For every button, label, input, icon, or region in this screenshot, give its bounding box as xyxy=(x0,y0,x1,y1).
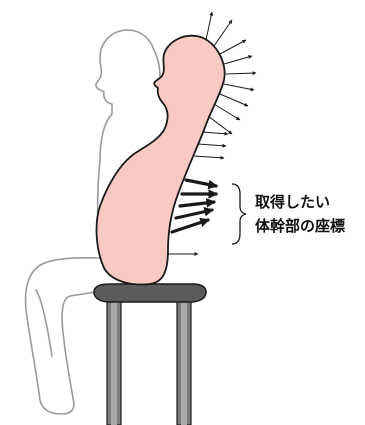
normal-arrow xyxy=(214,104,240,120)
normal-arrow xyxy=(214,20,232,46)
bold-arrow xyxy=(176,210,212,218)
normal-arrow xyxy=(220,94,248,106)
stool-leg-right-inner xyxy=(181,298,187,425)
normal-arrow xyxy=(220,40,246,54)
annotation-line-2: 体幹部の座標 xyxy=(255,217,345,235)
normal-arrow xyxy=(198,144,226,146)
normal-arrow xyxy=(206,12,212,40)
bold-arrow xyxy=(172,220,208,232)
normal-arrow xyxy=(202,132,228,134)
brace-icon xyxy=(232,184,246,244)
stool-leg-left-inner xyxy=(111,298,117,425)
normal-arrow xyxy=(194,156,224,158)
stool-seat xyxy=(94,284,206,302)
normal-arrow xyxy=(224,56,252,64)
stool xyxy=(94,284,206,425)
annotation-line-1: 取得したい xyxy=(255,193,330,211)
normal-arrow xyxy=(226,73,256,74)
bold-arrow xyxy=(180,202,214,206)
normal-arrow xyxy=(208,116,232,134)
normal-arrow xyxy=(224,84,254,90)
bold-arrow xyxy=(186,180,216,186)
